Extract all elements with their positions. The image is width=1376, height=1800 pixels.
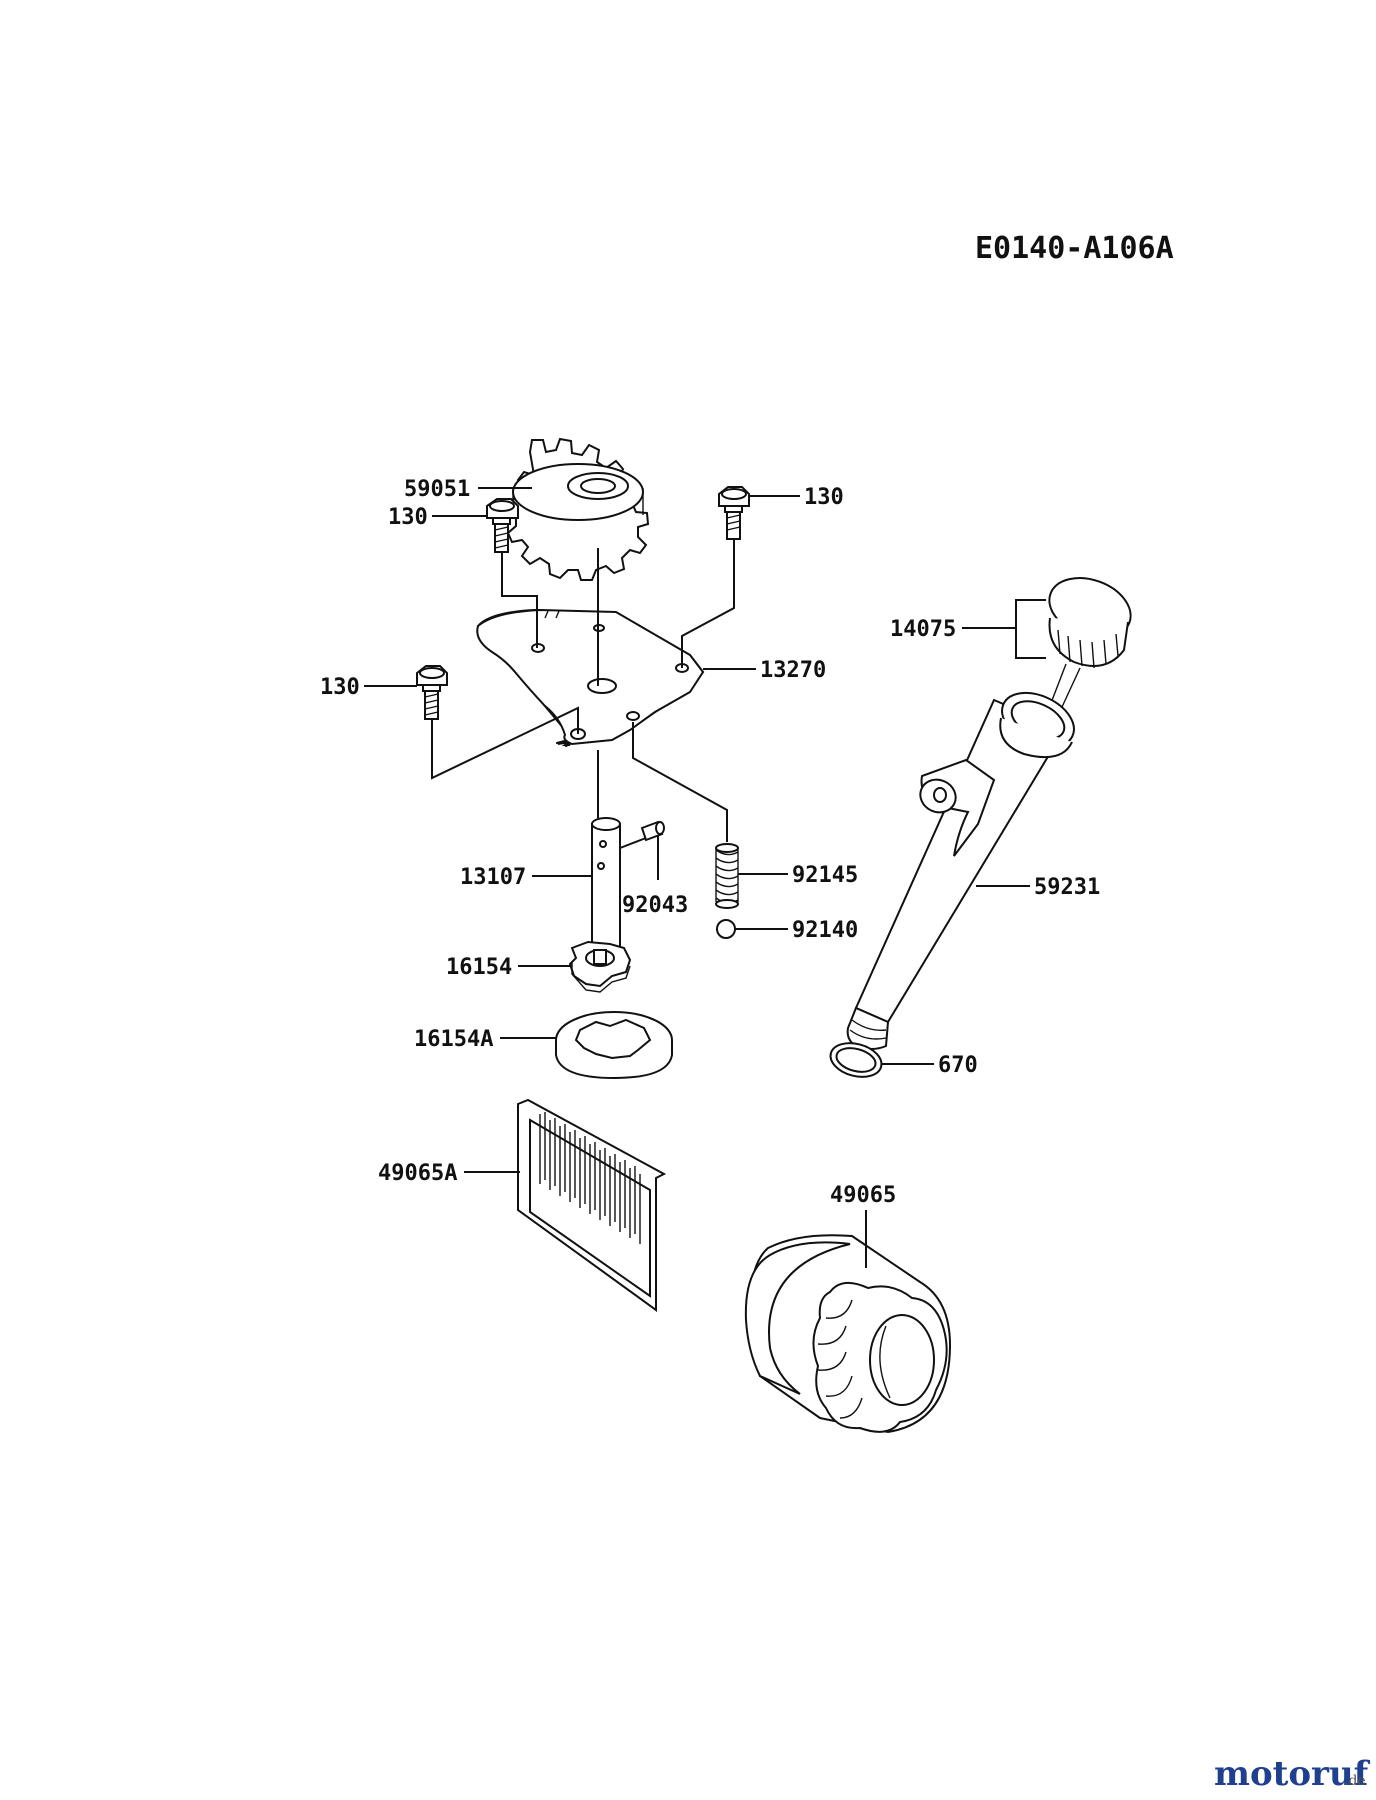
label-16154[interactable]: 16154 <box>446 955 512 980</box>
label-130-left-mid[interactable]: 130 <box>320 675 360 700</box>
spring-92145[interactable] <box>715 843 739 909</box>
ball-92140[interactable] <box>716 919 736 939</box>
pump-plate-13270[interactable] <box>476 608 705 748</box>
pin-92043[interactable] <box>640 820 665 842</box>
label-49065A[interactable]: 49065A <box>378 1161 457 1186</box>
label-130-right-top[interactable]: 130 <box>804 485 844 510</box>
watermark-suffix: .de <box>1344 1773 1366 1789</box>
motoruf-watermark: motoruf .de <box>1214 1754 1371 1794</box>
oil-filter-49065[interactable] <box>744 1234 952 1434</box>
pump-gear-59051[interactable] <box>505 437 650 581</box>
label-13270[interactable]: 13270 <box>760 658 826 683</box>
label-59051[interactable]: 59051 <box>404 477 470 502</box>
label-16154A[interactable]: 16154A <box>414 1027 493 1052</box>
label-92140[interactable]: 92140 <box>792 918 858 943</box>
o-ring-670[interactable] <box>827 1038 886 1082</box>
label-49065[interactable]: 49065 <box>830 1183 896 1208</box>
label-92043[interactable]: 92043 <box>622 893 688 918</box>
label-130-left-top[interactable]: 130 <box>388 505 428 530</box>
inner-rotor-16154[interactable] <box>568 940 632 993</box>
diagram-code: E0140-A106A <box>975 231 1174 266</box>
label-13107[interactable]: 13107 <box>460 865 526 890</box>
filler-tube-59231[interactable] <box>846 682 1083 1050</box>
label-670[interactable]: 670 <box>938 1053 978 1078</box>
label-92145[interactable]: 92145 <box>792 863 858 888</box>
outer-rotor-16154A[interactable] <box>555 1011 673 1080</box>
bolt-130-right-top[interactable] <box>718 486 750 540</box>
bolt-130-left-top[interactable] <box>486 498 519 553</box>
bolt-130-left-mid[interactable] <box>416 665 448 720</box>
dipstick-14075[interactable] <box>1041 567 1139 721</box>
label-59231[interactable]: 59231 <box>1034 875 1100 900</box>
watermark-text: motoruf <box>1214 1754 1371 1794</box>
part-labels: 59051 130 130 130 13270 14075 59231 1310… <box>320 477 1100 1208</box>
leader-lines <box>364 487 1046 1268</box>
pump-shaft-13107[interactable] <box>591 817 621 960</box>
oil-strainer-49065A[interactable] <box>517 1098 667 1312</box>
label-14075[interactable]: 14075 <box>890 617 956 642</box>
